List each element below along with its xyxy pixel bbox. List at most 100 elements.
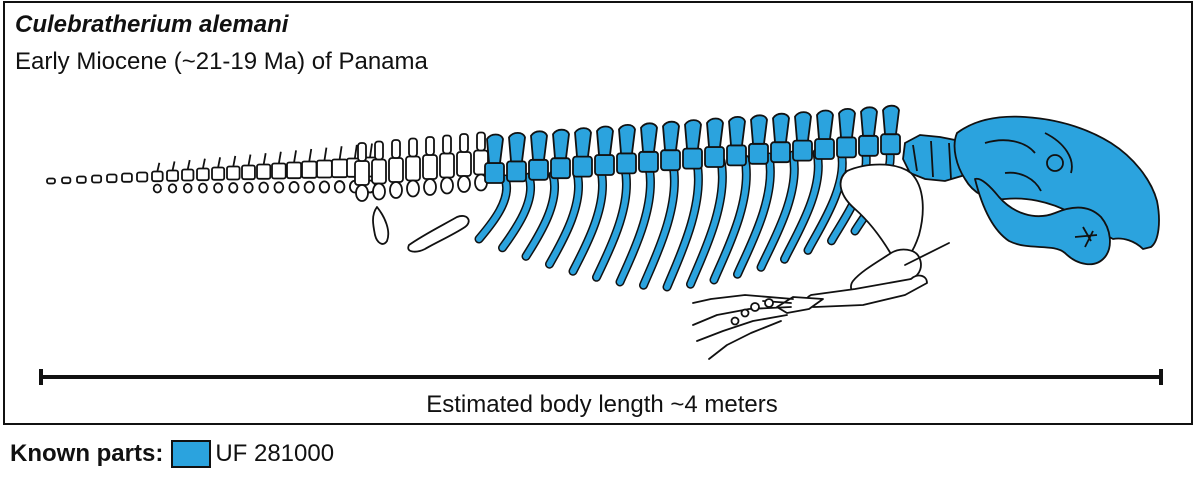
thoracic-vertebra <box>572 155 593 178</box>
caudal-vertebra <box>301 160 318 179</box>
neural-spine <box>882 104 900 136</box>
rib <box>711 156 750 283</box>
neural-spine <box>728 116 746 147</box>
chevron-bone <box>213 182 224 194</box>
caudal-vertebrae <box>46 143 379 194</box>
thoracic-vertebra <box>814 138 835 160</box>
thoracic-vertebra <box>484 162 505 184</box>
neural-spine <box>293 150 297 163</box>
thoracic-vertebra <box>880 133 901 156</box>
neural-spine <box>486 133 504 164</box>
caudal-vertebra <box>76 175 87 184</box>
neural-spine <box>391 139 401 159</box>
rib <box>546 170 582 268</box>
neural-spine <box>202 158 206 169</box>
rib <box>617 164 654 285</box>
neural-spine <box>217 157 221 168</box>
transverse-process <box>372 182 386 201</box>
caudal-vertebra <box>166 169 179 182</box>
neural-spine <box>860 106 878 137</box>
neural-spine <box>338 146 343 160</box>
legend-label: Known parts: <box>10 440 164 467</box>
neural-spine <box>323 147 328 161</box>
neural-spine <box>596 125 614 156</box>
neural-spine <box>552 128 570 160</box>
caudal-vertebra <box>136 171 149 183</box>
thoracic-vertebra <box>506 160 527 183</box>
ribs <box>474 142 895 292</box>
caudal-vertebra <box>241 164 256 181</box>
chevron-bone <box>303 180 315 194</box>
forelimb <box>692 242 950 360</box>
rib <box>593 166 630 281</box>
neural-spine <box>156 162 161 172</box>
legend-item-label: UF 281000 <box>215 440 335 467</box>
neural-spine <box>171 161 176 171</box>
transverse-process <box>423 178 437 196</box>
chevron-bone <box>243 181 254 194</box>
neural-spine <box>706 117 724 148</box>
rib <box>664 160 702 290</box>
caudal-vertebra <box>331 158 349 179</box>
transverse-process <box>440 176 454 195</box>
neural-spine <box>684 119 702 150</box>
transverse-process <box>355 184 369 202</box>
figure-frame: Culebratherium alemani Early Miocene (~2… <box>3 1 1193 425</box>
thoracic-vertebra <box>528 158 549 181</box>
thoracic-vertebra <box>770 141 791 164</box>
neural-spine <box>247 154 252 166</box>
thoracic-vertebra <box>726 144 747 167</box>
neural-spine <box>232 155 237 167</box>
age-locality-subtitle: Early Miocene (~21-19 Ma) of Panama <box>15 48 428 75</box>
mandible <box>974 177 1111 266</box>
chevron-bone <box>333 180 346 194</box>
neural-spine <box>374 140 384 161</box>
neural-spine <box>574 127 592 158</box>
rib <box>570 168 606 275</box>
thoracic-vertebra <box>638 150 659 173</box>
lumbar-vertebra <box>456 151 472 177</box>
transverse-process <box>406 179 420 198</box>
transverse-process <box>389 181 403 199</box>
scale-bar <box>39 369 1163 385</box>
caudal-vertebra <box>226 165 241 181</box>
legend: Known parts: UF 281000 <box>10 437 334 471</box>
lumbar-vertebrae <box>354 131 489 245</box>
pelvic-bone <box>407 215 470 253</box>
rib <box>758 152 798 271</box>
thoracic-vertebra <box>682 147 703 170</box>
transverse-process <box>457 175 471 193</box>
scale-bar-caption: Estimated body length ~4 meters <box>426 391 778 418</box>
lumbar-process <box>372 206 390 245</box>
rib <box>781 150 822 263</box>
neural-spine <box>662 120 680 152</box>
neural-spine <box>408 137 418 158</box>
thoracic-vertebra <box>748 142 769 165</box>
chevron-bone <box>288 181 300 194</box>
lumbar-vertebra <box>371 158 387 185</box>
caudal-vertebra <box>211 166 226 181</box>
thoracic-vertebra <box>704 146 725 168</box>
caudal-vertebra <box>271 162 287 180</box>
neural-spine <box>186 159 191 170</box>
skeleton-reconstruction <box>46 104 1160 360</box>
neural-spine <box>816 109 834 140</box>
thoracic-vertebra <box>660 149 681 172</box>
thoracic-vertebra <box>858 134 879 157</box>
rib <box>805 148 846 254</box>
rib <box>640 162 678 289</box>
neural-spine <box>459 133 469 153</box>
chevron-bone <box>198 182 208 194</box>
neural-spine <box>425 136 435 156</box>
species-title: Culebratherium alemani <box>15 11 289 38</box>
neural-spine <box>369 143 373 158</box>
neural-spine <box>618 124 636 155</box>
legend-swatch-known <box>171 440 212 468</box>
neural-spine <box>772 112 790 144</box>
neural-spine <box>308 148 313 162</box>
neural-spine <box>640 122 658 153</box>
neural-spine <box>530 130 548 161</box>
thoracic-vertebra <box>792 139 813 162</box>
rib <box>499 174 534 251</box>
caudal-vertebra <box>61 176 72 185</box>
